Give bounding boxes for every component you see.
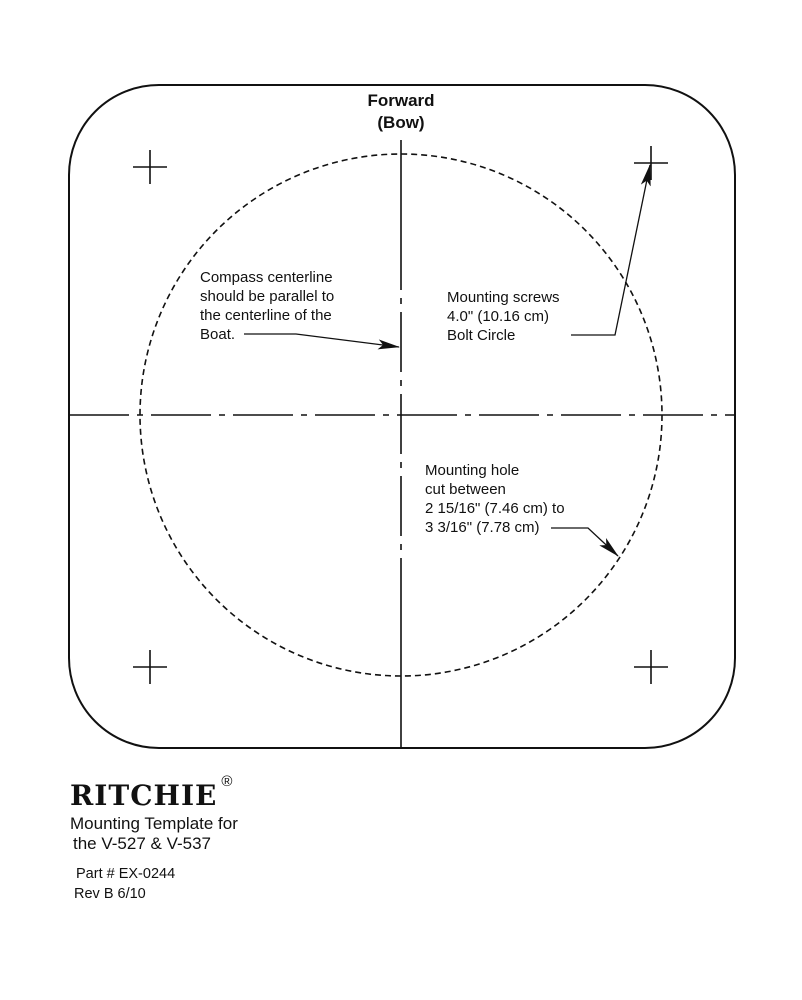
bolt-circle-note-line: 4.0" (10.16 cm) [447, 308, 549, 325]
part-number: Part # EX-0244 [76, 866, 176, 882]
crosshair-bottom-right [634, 650, 668, 684]
hole-cut-note-line: cut between [425, 481, 506, 498]
bow-label: (Bow) [377, 113, 424, 132]
hole-cut-note-line: 3 3/16" (7.78 cm) [425, 519, 540, 536]
bolt-circle-note: Mounting screws 4.0" (10.16 cm) Bolt Cir… [447, 289, 560, 344]
hole-cut-leader-arrow [551, 527, 619, 557]
template-models: the V-527 & V-537 [73, 834, 211, 853]
revision: Rev B 6/10 [74, 886, 146, 902]
brand-logo: RITCHIE ® [70, 774, 232, 812]
centerline-leader-arrow [244, 333, 400, 350]
crosshair-top-right [634, 146, 668, 180]
hole-cut-note-line: Mounting hole [425, 462, 519, 479]
forward-label: Forward [367, 91, 434, 110]
centerline-note-line: Boat. [200, 326, 235, 343]
crosshair-bottom-left [133, 650, 167, 684]
hole-cut-note-line: 2 15/16" (7.46 cm) to [425, 500, 565, 517]
template-subtitle: Mounting Template for [70, 814, 238, 833]
centerline-note: Compass centerline should be parallel to… [200, 269, 334, 343]
centerline-note-line: the centerline of the [200, 307, 332, 324]
crosshair-top-left [133, 150, 167, 184]
registered-mark: ® [221, 773, 234, 790]
brand-name: RITCHIE [70, 779, 218, 812]
title-block: RITCHIE ® Mounting Template for the V-52… [70, 774, 238, 904]
bolt-circle-leader-arrow [571, 164, 651, 336]
centerline-note-line: should be parallel to [200, 288, 334, 305]
centerline-note-line: Compass centerline [200, 269, 333, 286]
bolt-circle-note-line: Mounting screws [447, 289, 560, 306]
hole-cut-note: Mounting hole cut between 2 15/16" (7.46… [425, 462, 565, 536]
bolt-circle-note-line: Bolt Circle [447, 327, 515, 344]
template-outline [68, 84, 736, 749]
